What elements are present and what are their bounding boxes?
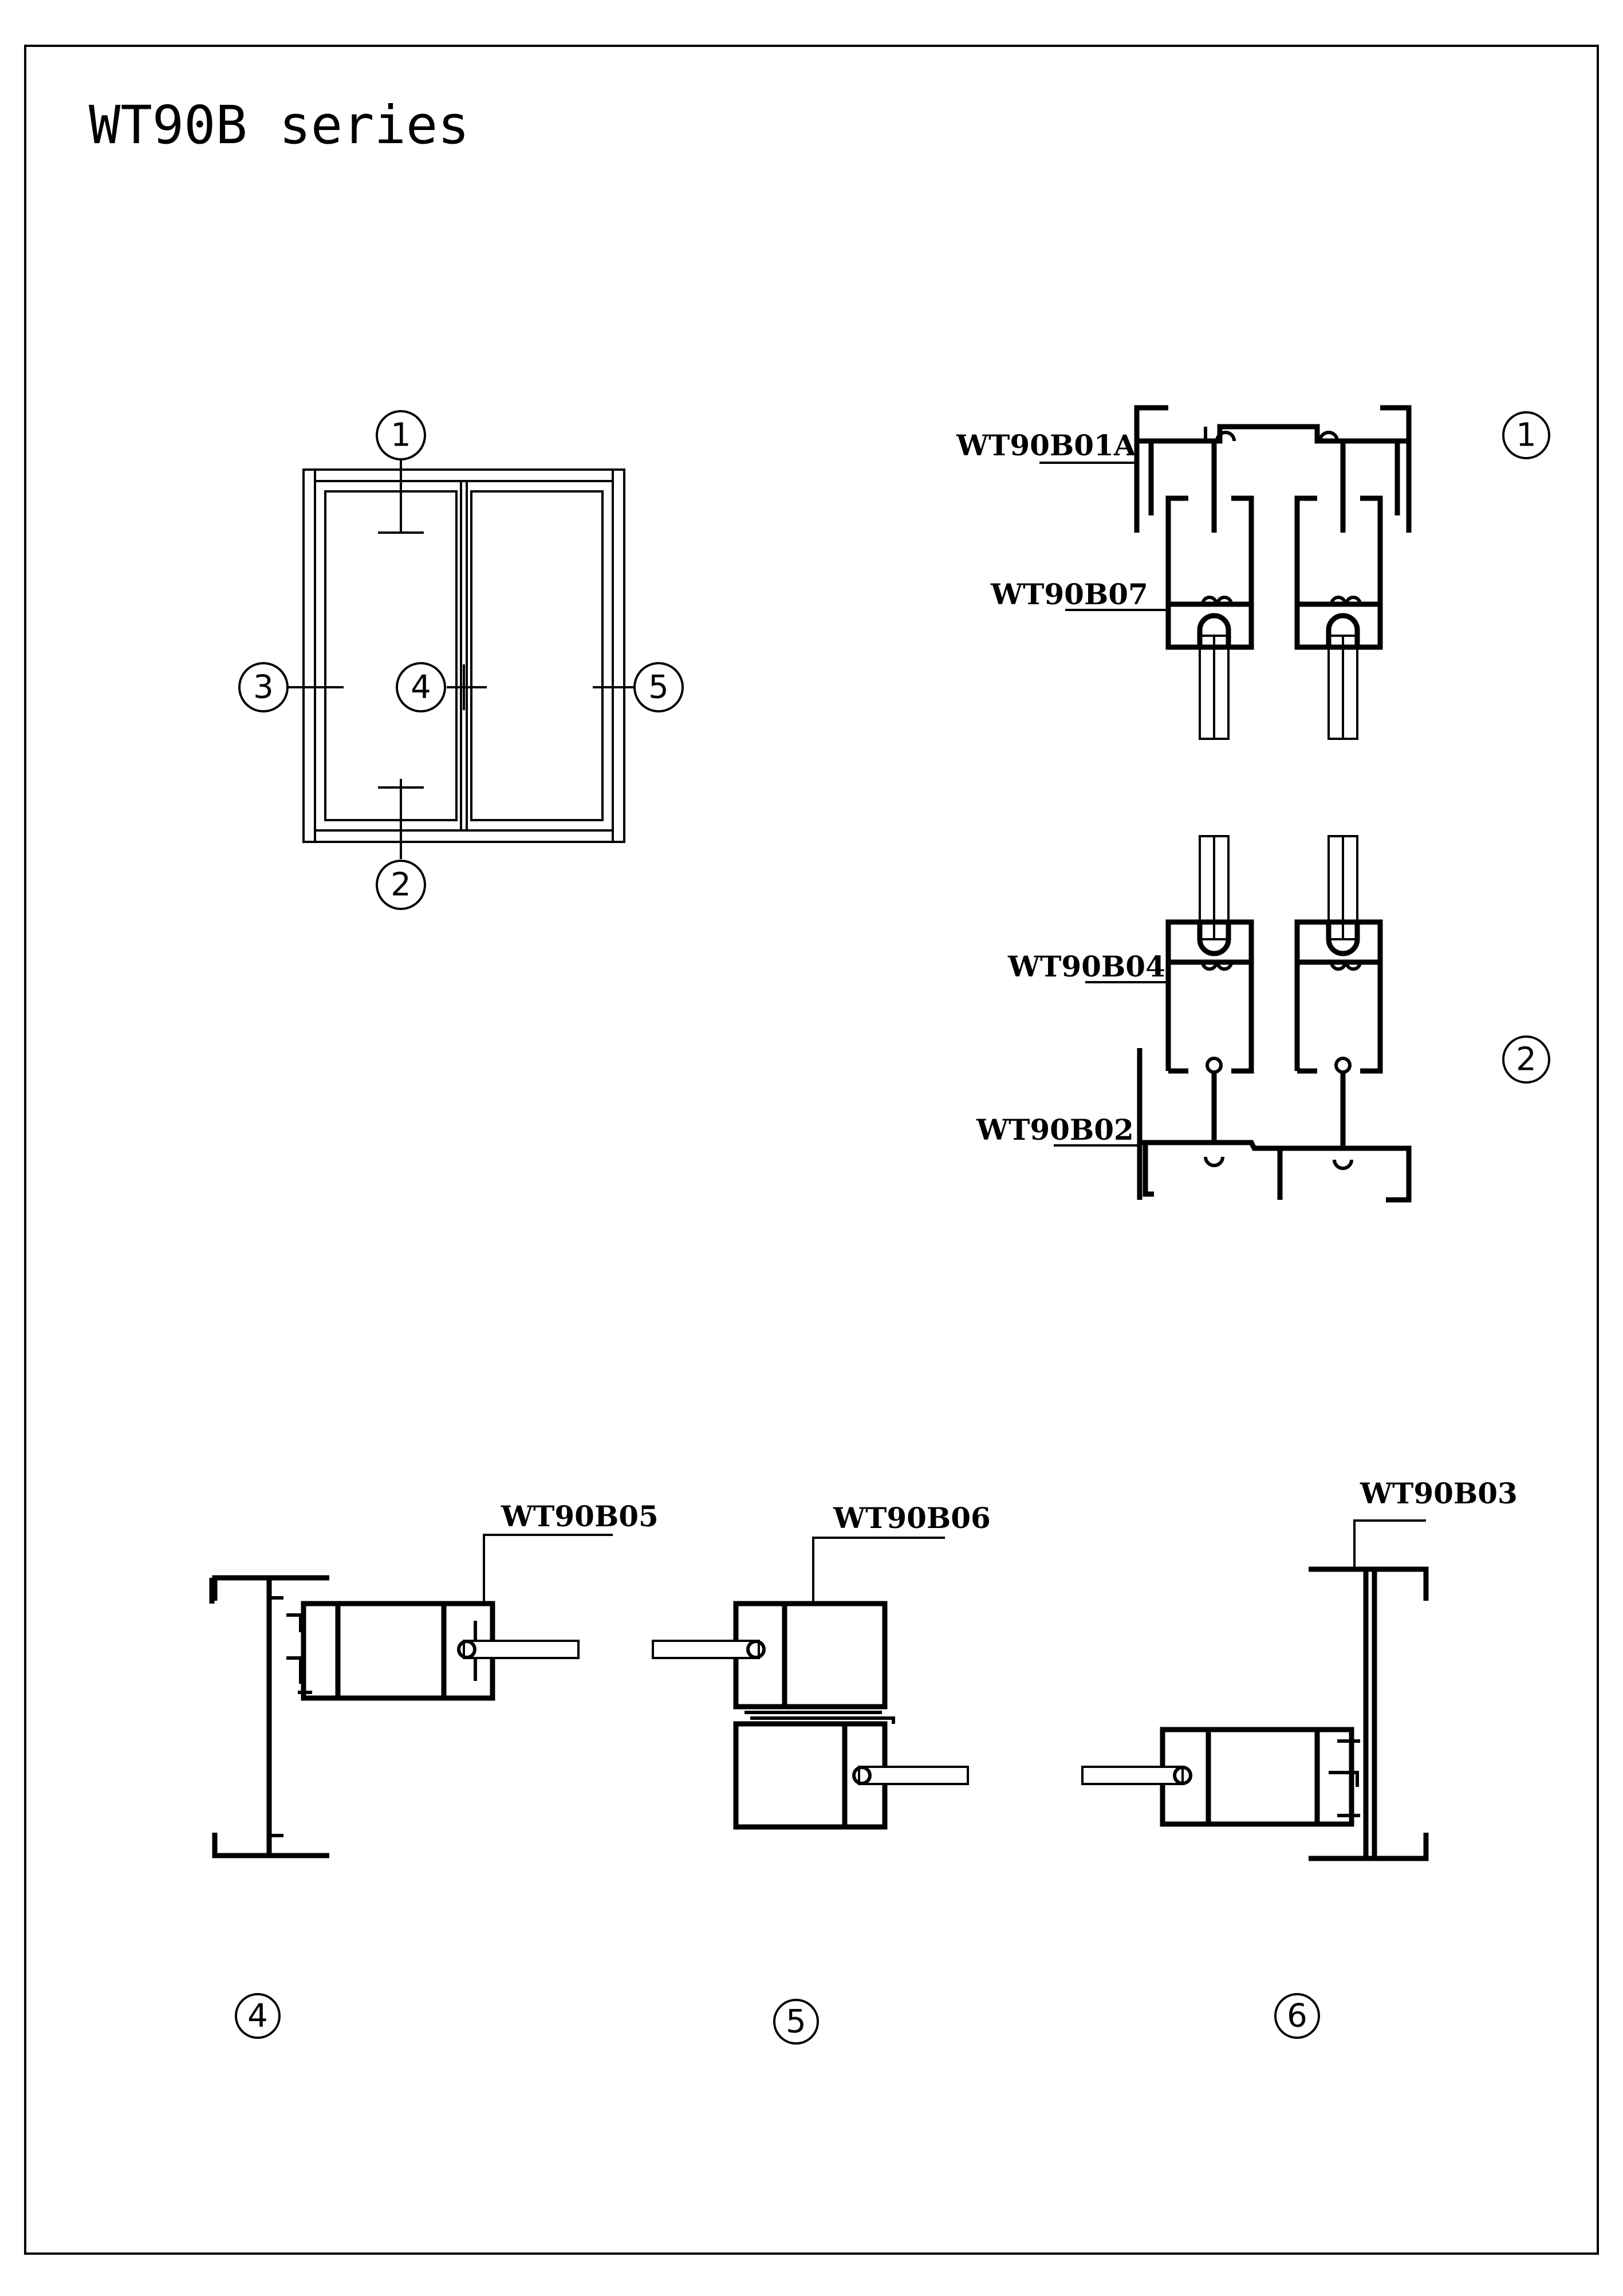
- section-interlock-detail: WT90B06 5: [652, 1501, 991, 2045]
- sheet-border: [24, 45, 1599, 2255]
- callout-4-circle: [396, 662, 446, 712]
- callout-3-number: 3: [253, 669, 274, 706]
- interlock-upper-sash: [733, 1601, 888, 1710]
- callout-1-circle: [376, 410, 426, 460]
- side-left-frame-profile: [209, 1575, 329, 1858]
- bottom-frame-profile: [1137, 1048, 1412, 1203]
- side-right-sash-profile: [1160, 1727, 1354, 1827]
- section-5-circle: [773, 1999, 819, 2045]
- callout-1-number: 1: [391, 417, 411, 454]
- side-left-glass: [463, 1640, 580, 1659]
- elevation-left-sash: [314, 480, 468, 832]
- section-top-detail: WT90B01A WT90B07 1: [956, 405, 1550, 740]
- label-top-sash: WT90B07: [990, 577, 1148, 611]
- section-left-side-detail: WT90B05 4: [209, 1499, 659, 2039]
- elevation-outer-frame: [302, 468, 625, 843]
- label-top-frame: WT90B01A: [956, 428, 1137, 462]
- label-side-frame: WT90B03: [1360, 1476, 1518, 1510]
- label-side-sash: WT90B05: [501, 1499, 659, 1533]
- label-interlock: WT90B06: [833, 1501, 991, 1535]
- section-6-number: 6: [1287, 1998, 1307, 2035]
- label-bottom-frame: WT90B02: [976, 1113, 1134, 1147]
- callout-5-number: 5: [648, 669, 669, 706]
- section-4-circle: [235, 1993, 281, 2039]
- side-right-frame-profile: [1309, 1566, 1429, 1861]
- label-bottom-sash: WT90B04: [1007, 950, 1165, 983]
- section-6-circle: [1274, 1993, 1320, 2039]
- side-right-glass: [1081, 1766, 1184, 1785]
- top-right-sash-profile: [1294, 495, 1383, 650]
- bottom-left-sash-profile: [1165, 919, 1254, 1074]
- page-title: WT90B series: [89, 94, 470, 156]
- callout-2-circle: [376, 860, 426, 910]
- section-2-circle: [1502, 1035, 1550, 1084]
- side-left-sash-profile: [301, 1601, 495, 1701]
- section-5-number: 5: [786, 2003, 806, 2041]
- interlock-lower-glass: [858, 1766, 969, 1785]
- interlock-upper-glass: [652, 1640, 760, 1659]
- bottom-right-sash-profile: [1294, 919, 1383, 1074]
- window-elevation: 1 2 3 4 5: [238, 410, 684, 910]
- section-1-circle: [1502, 411, 1550, 459]
- interlock-lower-sash: [733, 1721, 888, 1830]
- callout-2-number: 2: [391, 867, 411, 904]
- top-left-sash-profile: [1165, 495, 1254, 650]
- callout-5-circle: [633, 662, 684, 712]
- callout-3-circle: [238, 662, 289, 712]
- elevation-right-sash: [460, 480, 614, 832]
- section-4-number: 4: [247, 1998, 268, 2035]
- callout-4-number: 4: [411, 669, 431, 706]
- section-2-number: 2: [1516, 1041, 1537, 1078]
- section-bottom-detail: WT90B04 WT90B02 2: [976, 835, 1550, 1203]
- section-right-side-detail: WT90B03 6: [1081, 1476, 1518, 2039]
- section-1-number: 1: [1516, 417, 1537, 454]
- top-frame-profile: [1134, 405, 1412, 533]
